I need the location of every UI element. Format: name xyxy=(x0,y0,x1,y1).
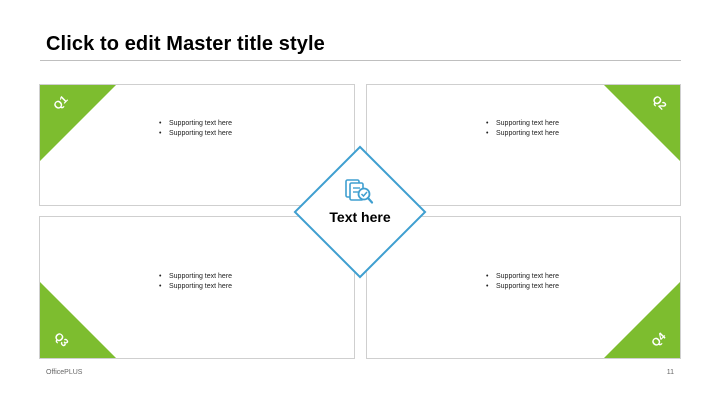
quadrant-q3-panel[interactable]: Q3 Supporting text here Supporting text … xyxy=(39,216,355,359)
q2-corner-tab xyxy=(603,85,680,162)
q1-corner-tab xyxy=(40,85,117,162)
q2-bullet-1[interactable]: Supporting text here xyxy=(486,119,559,129)
document-search-icon xyxy=(345,179,374,204)
center-text[interactable]: Text here xyxy=(329,209,391,225)
page-number: 11 xyxy=(666,369,674,376)
q2-bullet-2[interactable]: Supporting text here xyxy=(486,129,559,139)
q3-corner-tab xyxy=(40,281,117,358)
q1-bullet-1[interactable]: Supporting text here xyxy=(159,119,232,129)
footer-brand: OfficePLUS xyxy=(46,369,83,376)
q1-bullet-2[interactable]: Supporting text here xyxy=(159,129,232,139)
quadrant-q2-panel[interactable]: Q2 Supporting text here Supporting text … xyxy=(366,84,681,206)
q3-bullet-1[interactable]: Supporting text here xyxy=(159,272,232,282)
center-diamond[interactable]: Text here xyxy=(293,145,427,279)
quadrant-q1-panel[interactable]: Q1 Supporting text here Supporting text … xyxy=(39,84,355,206)
q1-bullet-list: Supporting text here Supporting text her… xyxy=(159,119,232,139)
q3-bullet-list: Supporting text here Supporting text her… xyxy=(159,272,232,292)
q4-bullet-list: Supporting text here Supporting text her… xyxy=(486,272,559,292)
slide-title[interactable]: Click to edit Master title style xyxy=(46,33,325,55)
title-divider xyxy=(40,60,681,61)
q4-corner-tab xyxy=(603,281,680,358)
quadrant-q4-panel[interactable]: Q4 Supporting text here Supporting text … xyxy=(366,216,681,359)
q3-bullet-2[interactable]: Supporting text here xyxy=(159,282,232,292)
q4-bullet-1[interactable]: Supporting text here xyxy=(486,272,559,282)
q4-bullet-2[interactable]: Supporting text here xyxy=(486,282,559,292)
q2-bullet-list: Supporting text here Supporting text her… xyxy=(486,119,559,139)
